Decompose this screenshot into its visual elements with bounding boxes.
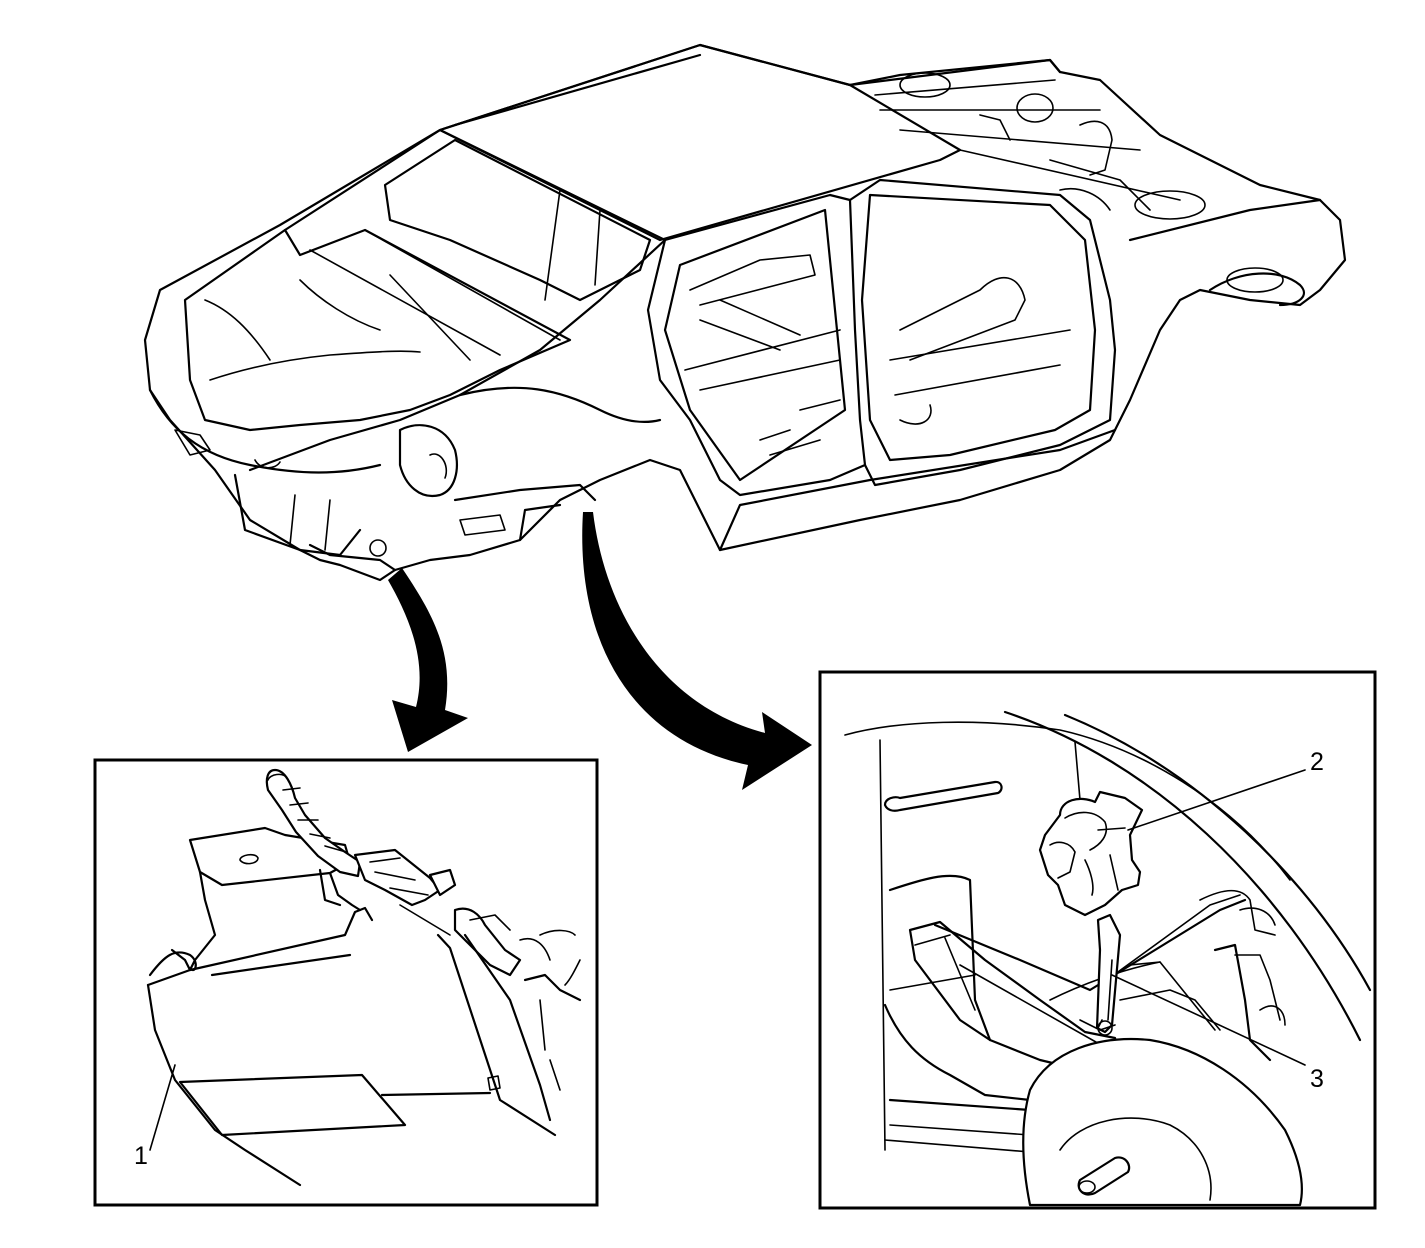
- callout-label-3: 3: [1310, 1065, 1324, 1093]
- callout-label-2: 2: [1310, 748, 1324, 776]
- callout-label-1: 1: [134, 1142, 148, 1170]
- detail-inset-left: 1: [93, 758, 599, 1207]
- pointer-arrow-right: [582, 512, 812, 790]
- vehicle-body-shell: [143, 43, 1347, 582]
- pointer-arrow-left: [388, 568, 468, 752]
- detail-inset-right: 2 3: [818, 670, 1377, 1210]
